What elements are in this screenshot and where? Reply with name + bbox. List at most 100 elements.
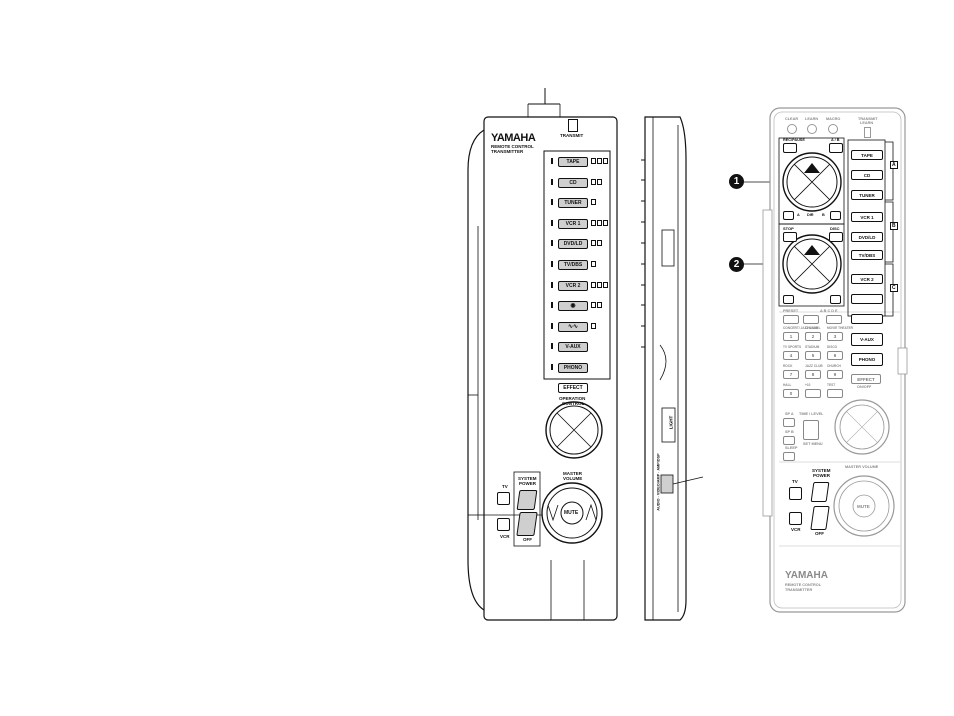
right-column-button-2[interactable]: TUNER — [851, 190, 883, 200]
right-column-button-4[interactable]: DVD/LD — [851, 232, 883, 242]
input-button-eye-icon[interactable]: ◉ — [558, 301, 588, 312]
right-column-button-3[interactable]: VCR 1 — [851, 212, 883, 222]
time-level-label: TIME / LEVEL — [799, 412, 824, 416]
back-vcr-label: VCR — [791, 527, 801, 532]
transmit-label: TRANSMIT — [560, 133, 584, 138]
group-a-letter: A — [890, 161, 898, 169]
front-off-label: OFF — [523, 537, 532, 542]
input-led — [551, 322, 553, 329]
skip-forward-button[interactable] — [830, 295, 841, 304]
input-button-phono[interactable]: PHONO — [558, 363, 588, 373]
v-aux-button[interactable]: V-AUX — [851, 333, 883, 346]
keypad-key[interactable]: 6 — [827, 351, 843, 360]
keypad-caption: DISCO — [827, 345, 838, 349]
callout-1: 1 — [729, 174, 744, 189]
keypad-key[interactable]: 0 — [783, 389, 799, 398]
front-system-power-1: SYSTEM — [518, 476, 537, 481]
a-button[interactable] — [783, 211, 794, 220]
front-effect-button[interactable]: EFFECT — [558, 383, 588, 393]
keypad-caption: HALL — [783, 383, 792, 387]
sp-a-button[interactable] — [783, 418, 795, 427]
keypad-key[interactable]: 3 — [827, 332, 843, 341]
keypad-caption: JAZZ CLUB — [805, 364, 823, 368]
front-subtitle-2: TRANSMITTER — [491, 149, 524, 154]
right-column-button-0[interactable]: TAPE — [851, 150, 883, 160]
top-label-0: CLEAR — [785, 117, 799, 121]
front-tv-button[interactable] — [497, 492, 510, 505]
right-column-button-1[interactable]: CD — [851, 170, 883, 180]
master-volume-label-1: MASTER — [563, 471, 582, 476]
back-system-power-1: SYSTEM — [812, 468, 831, 473]
input-indicators — [590, 322, 596, 329]
top-label-1: LEARN — [805, 117, 819, 121]
top-round-button[interactable] — [787, 124, 797, 134]
back-subtitle-1: REMOTE CONTROL — [785, 583, 822, 587]
channel-up-button[interactable] — [826, 315, 842, 324]
top-round-button[interactable] — [807, 124, 817, 134]
input-indicators — [590, 302, 602, 309]
keypad-key[interactable]: 5 — [805, 351, 821, 360]
phono-button[interactable]: PHONO — [851, 353, 883, 366]
back-effect-button[interactable]: EFFECT — [851, 374, 881, 384]
input-button-tv-dbs[interactable]: TV/DBS — [558, 260, 588, 270]
front-vcr-label: VCR — [500, 534, 510, 539]
b-button[interactable] — [830, 211, 841, 220]
right-column-button-5[interactable]: TV/DBS — [851, 250, 883, 260]
right-column-button-6[interactable]: VCR 2 — [851, 274, 883, 284]
keypad-caption: TV SPORTS — [783, 345, 802, 349]
dir-label: DIR — [807, 213, 814, 217]
disc-button[interactable] — [829, 232, 843, 242]
time-level-switch[interactable] — [803, 420, 819, 440]
top-round-button[interactable] — [828, 124, 838, 134]
input-led — [551, 281, 553, 288]
front-subtitle-1: REMOTE CONTROL — [491, 144, 534, 149]
input-button-v-aux[interactable]: V-AUX — [558, 342, 588, 353]
input-button-tuner[interactable]: TUNER — [558, 198, 588, 209]
stop-button[interactable] — [783, 232, 797, 242]
input-button-dvd-ld[interactable]: DVD/LD — [558, 239, 588, 250]
input-led — [551, 158, 553, 164]
back-system-power-2: POWER — [813, 473, 831, 478]
ab-button[interactable] — [829, 143, 843, 153]
rec-pause-button[interactable] — [783, 143, 797, 153]
a-label: A — [797, 213, 800, 217]
input-led — [551, 199, 553, 206]
operation-control-label-2: CONTROL — [562, 401, 585, 406]
keypad-key[interactable]: 7 — [783, 370, 799, 379]
input-button-tape[interactable]: TAPE — [558, 157, 588, 167]
sp-b-button[interactable] — [783, 436, 795, 445]
input-button-vcr-1[interactable]: VCR 1 — [558, 218, 588, 229]
keypad-key[interactable]: 4 — [783, 351, 799, 360]
input-button-cd[interactable]: CD — [558, 177, 588, 188]
keypad-key[interactable]: 8 — [805, 370, 821, 379]
back-mute-button[interactable]: MUTE — [857, 504, 870, 509]
back-tv-button[interactable] — [789, 487, 802, 500]
front-tv-label: TV — [502, 484, 508, 489]
right-column-button-7[interactable] — [851, 294, 883, 304]
input-button-vcr-2[interactable]: VCR 2 — [558, 280, 588, 291]
back-off-label: OFF — [815, 531, 824, 536]
group-b-letter: B — [890, 222, 898, 230]
input-indicators — [590, 240, 602, 247]
keypad-key[interactable]: 1 — [783, 332, 799, 341]
sleep-label: SLEEP — [785, 446, 798, 450]
preset-down-button[interactable] — [783, 315, 799, 324]
input-indicators — [590, 219, 608, 226]
sp-b-label: SP B — [785, 430, 794, 434]
preset-up-button[interactable] — [803, 315, 819, 324]
back-vcr-button[interactable] — [789, 512, 802, 525]
back-power-off-button[interactable] — [810, 506, 830, 530]
preset-label: PRESET — [783, 309, 799, 313]
front-mute-button[interactable]: MUTE — [564, 510, 579, 516]
skip-back-button[interactable] — [783, 295, 794, 304]
input-button-wave-icon[interactable]: ∿∿ — [558, 321, 588, 332]
sleep-button[interactable] — [783, 452, 795, 461]
keypad-key[interactable]: 9 — [827, 370, 843, 379]
keypad-caption: CHANNEL — [805, 326, 821, 330]
right-column-button-8[interactable] — [851, 314, 883, 324]
keypad-key[interactable]: 2 — [805, 332, 821, 341]
keypad-key[interactable] — [827, 389, 843, 398]
front-vcr-button[interactable] — [497, 518, 510, 531]
keypad-key[interactable] — [805, 389, 821, 398]
back-power-on-button[interactable] — [810, 482, 830, 502]
